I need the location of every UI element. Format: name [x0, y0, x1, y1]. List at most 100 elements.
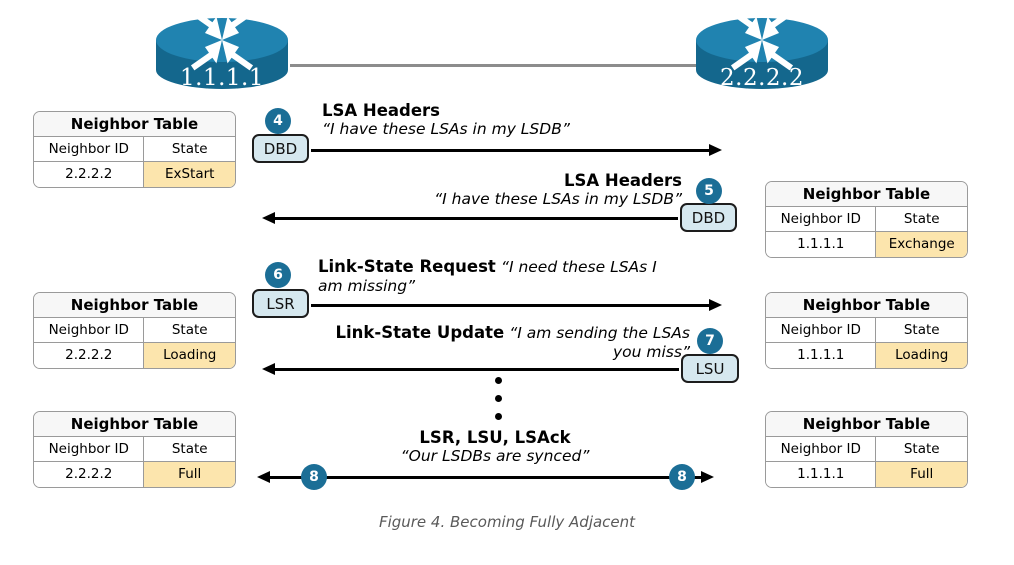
message-title: LSA Headers	[322, 101, 441, 120]
arrow-head-right	[709, 299, 722, 311]
arrow-step-4	[311, 143, 722, 157]
message-label-step-5: LSA Headers “I have these LSAs in my LSD…	[330, 171, 682, 209]
table-row: 1.1.1.1 Full	[766, 462, 967, 487]
arrow-head-right	[701, 471, 714, 483]
message-title-and-quote: Link-State Update “I am sending the LSAs…	[330, 323, 690, 362]
step-number-8-right: 8	[669, 464, 695, 490]
table-header-row: Neighbor ID State	[766, 207, 967, 232]
arrow-shaft	[270, 476, 701, 479]
cell-neighbor-id: 1.1.1.1	[766, 232, 877, 257]
message-quote: “I need these LSAs I am missing”	[318, 258, 657, 295]
column-header-neighbor-id: Neighbor ID	[34, 137, 145, 161]
step-number-8-left: 8	[301, 464, 327, 490]
table-header-row: Neighbor ID State	[766, 437, 967, 462]
packet-box-lsr-step-6: LSR	[252, 289, 309, 318]
column-header-state: State	[876, 437, 967, 461]
column-header-state: State	[876, 318, 967, 342]
column-header-neighbor-id: Neighbor ID	[766, 318, 877, 342]
message-label-step-6: Link-State Request “I need these LSAs I …	[318, 257, 663, 296]
message-label-step-8: LSR, LSU, LSAck “Our LSDBs are synced”	[300, 428, 690, 466]
table-header-row: Neighbor ID State	[34, 137, 235, 162]
message-quote: “I have these LSAs in my LSDB”	[434, 190, 682, 209]
column-header-state: State	[876, 207, 967, 231]
message-quote: “I am sending the LSAs you miss”	[509, 324, 690, 361]
cell-state: ExStart	[144, 162, 235, 187]
column-header-neighbor-id: Neighbor ID	[34, 318, 145, 342]
router-icon	[148, 9, 296, 98]
table-row: 2.2.2.2 Full	[34, 462, 235, 487]
ellipsis-dot	[494, 413, 502, 420]
arrow-step-8	[257, 470, 714, 484]
cell-state: Exchange	[876, 232, 967, 257]
cell-neighbor-id: 2.2.2.2	[34, 343, 145, 368]
table-row: 2.2.2.2 ExStart	[34, 162, 235, 187]
step-number-5: 5	[696, 178, 722, 204]
table-title: Neighbor Table	[34, 293, 235, 318]
router-left: 1.1.1.1	[148, 9, 296, 94]
table-header-row: Neighbor ID State	[34, 318, 235, 343]
table-title: Neighbor Table	[766, 293, 967, 318]
router-right-label: 2.2.2.2	[720, 65, 804, 91]
message-title: LSR, LSU, LSAck	[419, 428, 571, 447]
message-quote: “Our LSDBs are synced”	[400, 447, 590, 466]
arrow-shaft	[275, 217, 678, 220]
step-number-4: 4	[265, 108, 291, 134]
cell-state: Full	[144, 462, 235, 487]
cell-neighbor-id: 1.1.1.1	[766, 462, 877, 487]
ellipsis-dot	[494, 395, 502, 402]
arrow-step-6	[311, 298, 722, 312]
neighbor-table-left-loading: Neighbor Table Neighbor ID State 2.2.2.2…	[33, 292, 236, 369]
cell-state: Loading	[876, 343, 967, 368]
arrow-shaft	[275, 368, 679, 371]
message-label-step-4: LSA Headers “I have these LSAs in my LSD…	[322, 101, 722, 139]
router-icon	[688, 9, 836, 98]
arrow-head-left	[262, 363, 275, 375]
column-header-state: State	[144, 437, 235, 461]
table-row: 1.1.1.1 Exchange	[766, 232, 967, 257]
table-header-row: Neighbor ID State	[34, 437, 235, 462]
figure-caption: Figure 4. Becoming Fully Adjacent	[378, 513, 636, 531]
column-header-state: State	[144, 137, 235, 161]
arrow-head-left	[257, 471, 270, 483]
router-link-line	[290, 64, 700, 67]
packet-box-dbd-step-4: DBD	[252, 134, 309, 163]
table-title: Neighbor Table	[34, 412, 235, 437]
cell-state: Loading	[144, 343, 235, 368]
message-title-and-quote: Link-State Request “I need these LSAs I …	[318, 257, 663, 296]
column-header-state: State	[144, 318, 235, 342]
arrow-head-left	[262, 212, 275, 224]
column-header-neighbor-id: Neighbor ID	[34, 437, 145, 461]
table-title: Neighbor Table	[34, 112, 235, 137]
step-number-6: 6	[265, 262, 291, 288]
arrow-shaft	[311, 304, 709, 307]
table-row: 1.1.1.1 Loading	[766, 343, 967, 368]
neighbor-table-left-exstart: Neighbor Table Neighbor ID State 2.2.2.2…	[33, 111, 236, 188]
message-title: Link-State Update	[335, 323, 505, 342]
cell-neighbor-id: 1.1.1.1	[766, 343, 877, 368]
message-title: LSA Headers	[563, 171, 682, 190]
table-header-row: Neighbor ID State	[766, 318, 967, 343]
column-header-neighbor-id: Neighbor ID	[766, 207, 877, 231]
cell-neighbor-id: 2.2.2.2	[34, 162, 145, 187]
message-label-step-7: Link-State Update “I am sending the LSAs…	[330, 323, 690, 362]
neighbor-table-right-full: Neighbor Table Neighbor ID State 1.1.1.1…	[765, 411, 968, 488]
arrow-shaft	[311, 149, 709, 152]
arrow-step-7	[262, 362, 679, 376]
table-row: 2.2.2.2 Loading	[34, 343, 235, 368]
neighbor-table-left-full: Neighbor Table Neighbor ID State 2.2.2.2…	[33, 411, 236, 488]
router-left-label: 1.1.1.1	[180, 65, 264, 91]
message-quote: “I have these LSAs in my LSDB”	[322, 120, 570, 139]
cell-neighbor-id: 2.2.2.2	[34, 462, 145, 487]
neighbor-table-right-loading: Neighbor Table Neighbor ID State 1.1.1.1…	[765, 292, 968, 369]
ellipsis-dot	[494, 377, 502, 384]
arrow-step-5	[262, 211, 678, 225]
step-number-7: 7	[697, 328, 723, 354]
packet-box-lsu-step-7: LSU	[681, 354, 739, 383]
cell-state: Full	[876, 462, 967, 487]
message-title: Link-State Request	[318, 257, 496, 276]
vertical-ellipsis	[493, 377, 503, 431]
packet-box-dbd-step-5: DBD	[680, 203, 737, 232]
table-title: Neighbor Table	[766, 412, 967, 437]
neighbor-table-right-exchange: Neighbor Table Neighbor ID State 1.1.1.1…	[765, 181, 968, 258]
